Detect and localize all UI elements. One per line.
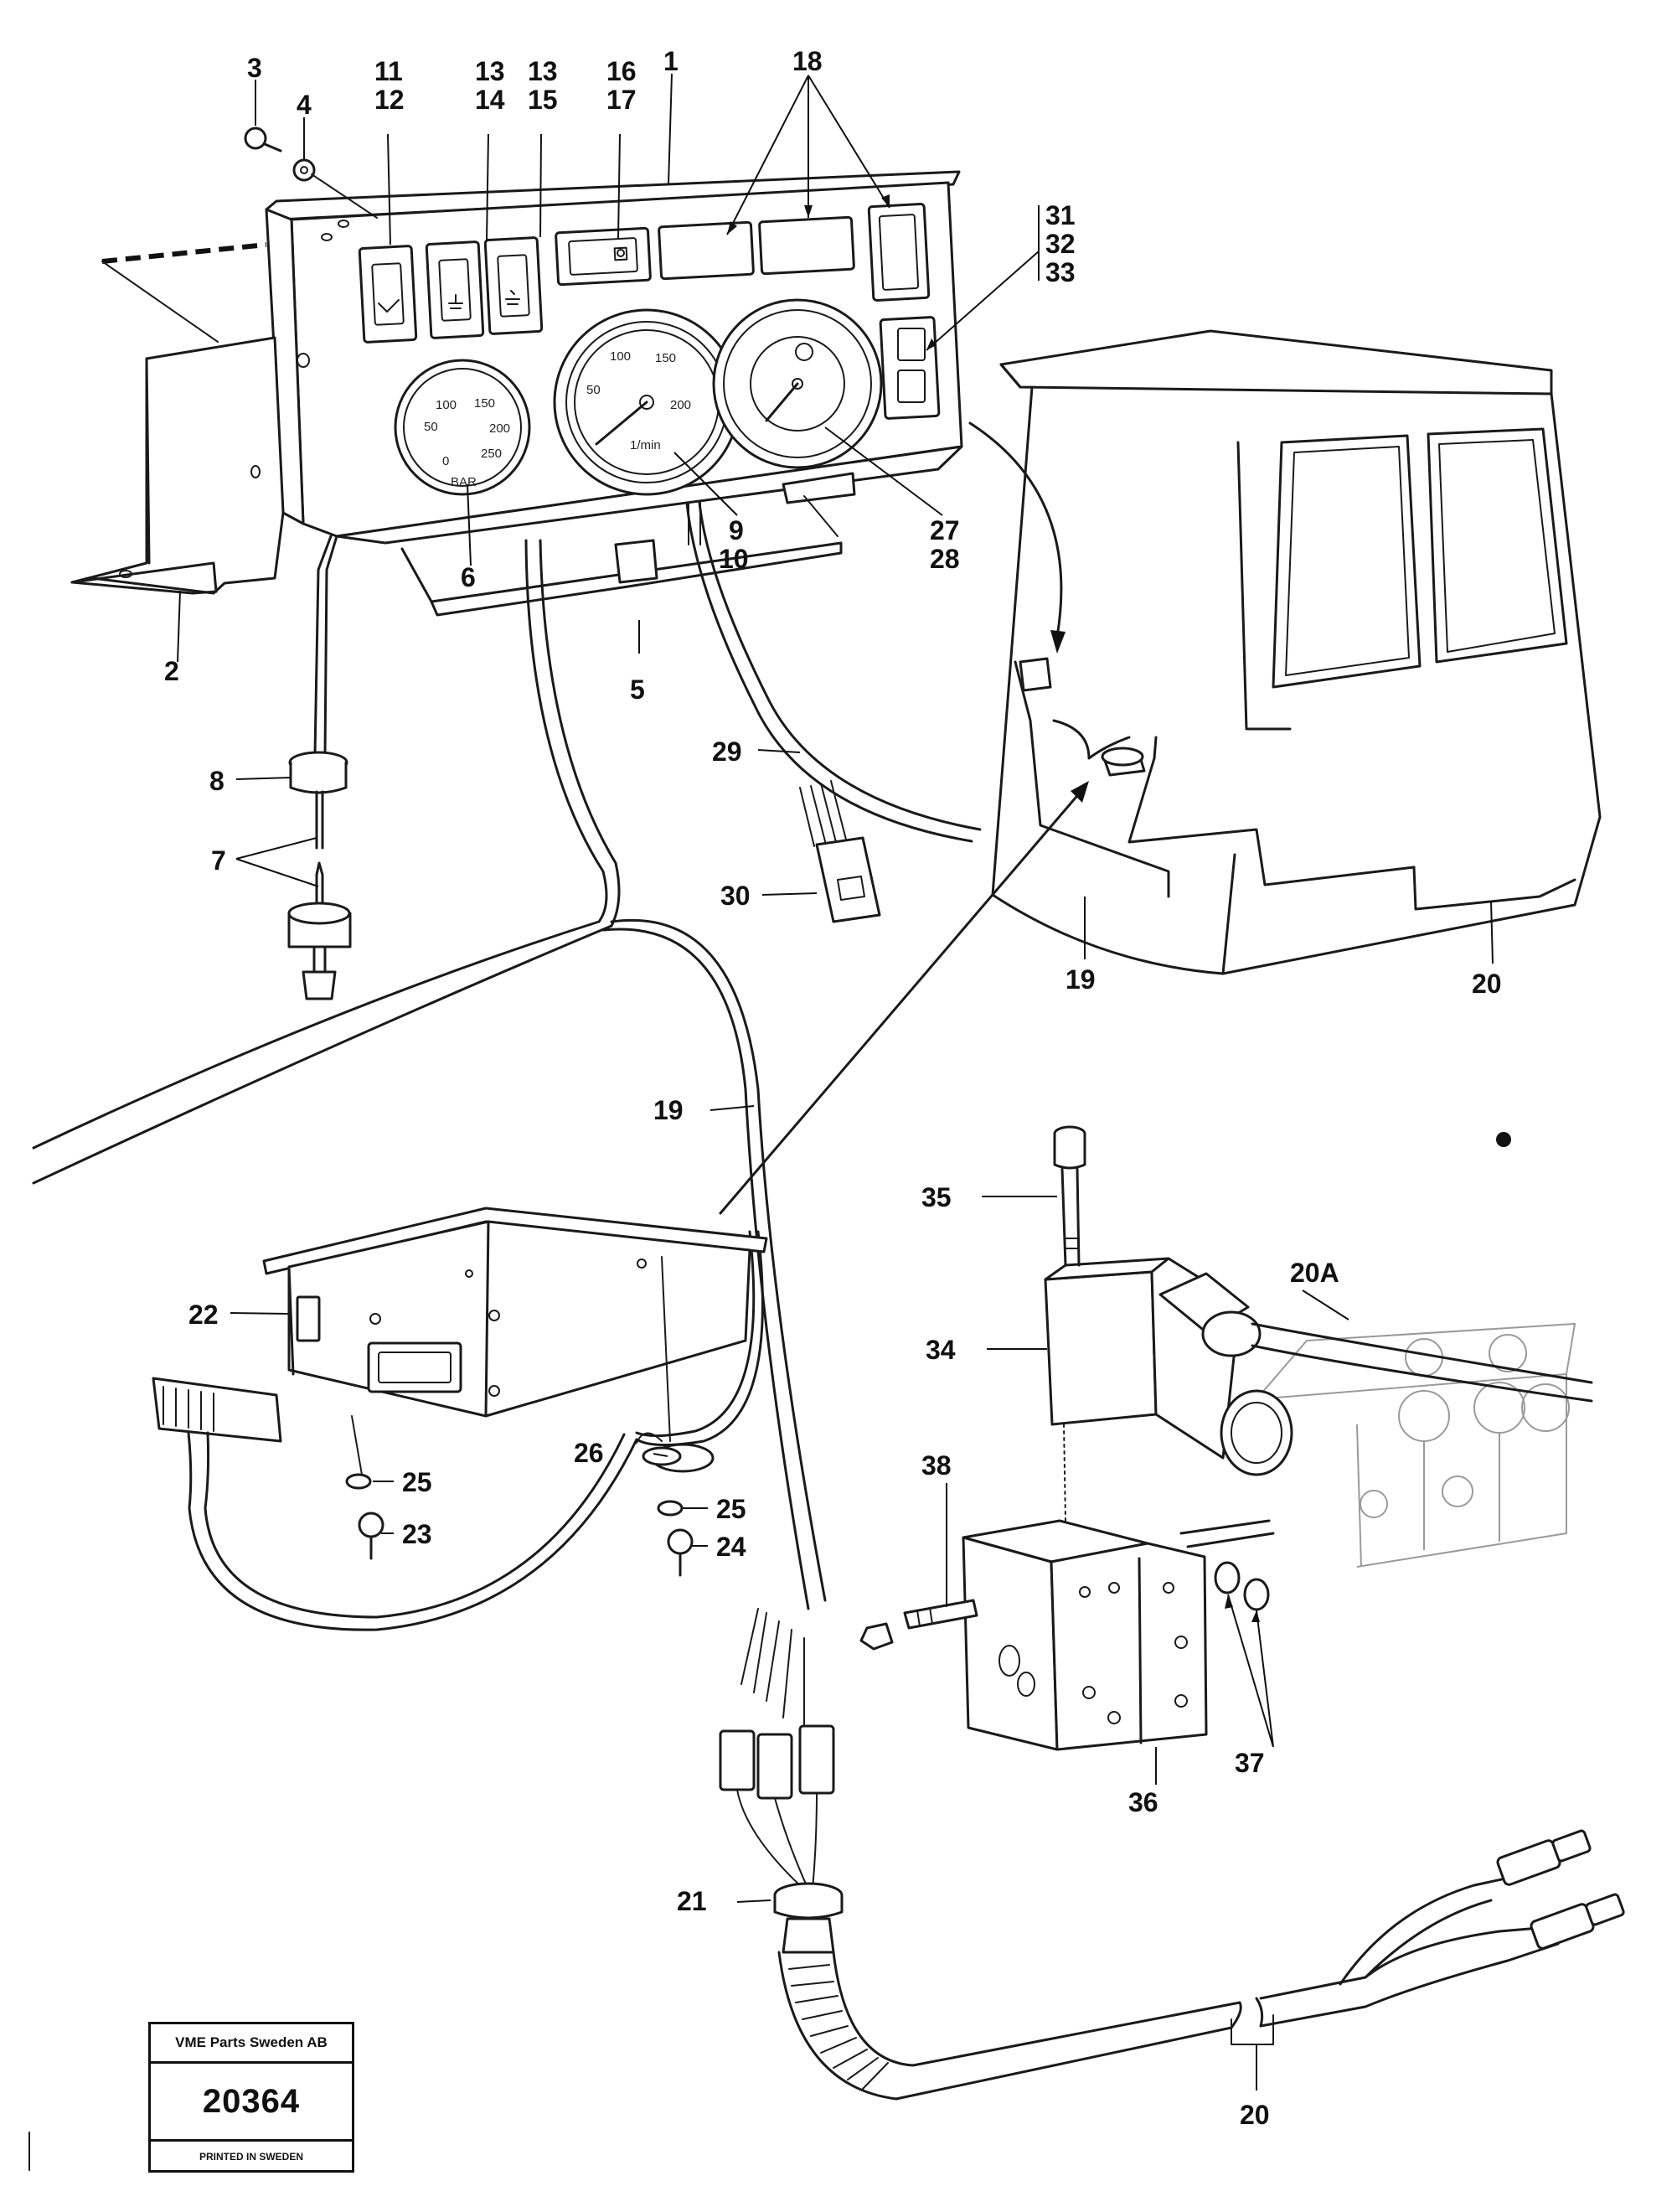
callout-26: 26	[574, 1438, 604, 1468]
temperature-gauge	[712, 298, 883, 469]
tach-tick-100: 100	[610, 349, 631, 364]
leader-lines	[177, 73, 1494, 2091]
callout-24: 24	[716, 1532, 746, 1562]
callout-15: 15	[528, 85, 558, 115]
fasteners	[345, 1432, 715, 1577]
callout-27: 27	[930, 515, 960, 545]
callout-16: 16	[606, 56, 637, 86]
callout-1: 1	[663, 46, 679, 76]
tach-tick-50: 50	[586, 383, 601, 397]
callout-6: 6	[461, 562, 476, 592]
callout-17: 17	[606, 85, 637, 115]
ink-dot	[1496, 1132, 1511, 1147]
callout-20a: 20	[1472, 969, 1502, 999]
callout-20b: 20	[1240, 2100, 1270, 2130]
cab	[991, 329, 1602, 975]
tach-tick-150: 150	[655, 351, 676, 365]
title-stamp: VME Parts Sweden AB 20364 PRINTED IN SWE…	[148, 2022, 354, 2173]
callout-37: 37	[1235, 1748, 1265, 1778]
pressure-tick-100: 100	[436, 398, 457, 412]
callout-23: 23	[402, 1519, 432, 1549]
callout-38: 38	[921, 1450, 952, 1481]
pressure-tick-50: 50	[424, 420, 438, 434]
callouts: 3 4 11 12 13 14 13 15 16 17 1 18 31 32 3…	[164, 46, 1502, 2130]
harness-branch	[719, 1608, 1625, 2101]
callout-2: 2	[164, 656, 179, 686]
callout-11: 11	[374, 56, 403, 86]
control-unit	[152, 1207, 768, 1631]
callout-14: 14	[475, 85, 505, 115]
pressure-gauge: 0 50 100 150 200 250 BAR	[394, 359, 531, 496]
bracket-left	[70, 242, 285, 595]
callout-31: 31	[1045, 200, 1076, 230]
indicator-windows	[555, 203, 931, 302]
callout-32: 32	[1045, 229, 1076, 259]
callout-3: 3	[247, 53, 262, 83]
stamp-printed: PRINTED IN SWEDEN	[199, 2151, 303, 2163]
callout-28: 28	[930, 544, 960, 574]
callout-13b: 13	[528, 56, 558, 86]
callout-33: 33	[1045, 257, 1076, 287]
callout-30: 30	[720, 881, 751, 911]
screw-and-washer	[244, 127, 378, 219]
pressure-tick-150: 150	[474, 396, 495, 411]
speedometer-cable	[287, 535, 352, 1000]
callout-13a: 13	[475, 56, 505, 86]
callout-29: 29	[712, 736, 742, 767]
callout-4: 4	[297, 90, 312, 120]
callout-19a: 19	[1066, 964, 1096, 995]
rocker-switches	[358, 236, 544, 344]
callout-20A: 20A	[1290, 1258, 1339, 1288]
callout-35: 35	[921, 1182, 952, 1212]
callout-5: 5	[630, 674, 645, 705]
callout-8: 8	[209, 766, 224, 796]
callout-18: 18	[792, 46, 823, 76]
bracket-bottom	[400, 472, 856, 617]
connector-30	[799, 780, 881, 923]
callout-36: 36	[1128, 1787, 1158, 1817]
callout-25b: 25	[716, 1494, 746, 1524]
pressure-unit-label: BAR	[451, 475, 477, 489]
arrows	[719, 421, 1089, 1215]
callout-12: 12	[374, 85, 405, 115]
tach-tick-200: 200	[670, 398, 691, 412]
callout-9: 9	[729, 515, 744, 545]
valve-assembly	[859, 1125, 1593, 1751]
callout-34: 34	[926, 1335, 956, 1365]
callout-10: 10	[719, 544, 749, 574]
pressure-tick-200: 200	[489, 421, 510, 436]
pressure-tick-0: 0	[442, 454, 449, 468]
stamp-company: VME Parts Sweden AB	[151, 2024, 352, 2064]
callout-25a: 25	[402, 1467, 432, 1497]
stamp-drawing-number: 20364	[151, 2064, 352, 2142]
side-switches	[879, 316, 941, 420]
tach-unit-label: 1/min	[630, 438, 661, 452]
pressure-tick-250: 250	[481, 447, 502, 461]
tachometer: 50 100 150 200 1/min	[553, 308, 740, 496]
callout-22: 22	[188, 1300, 219, 1330]
callout-7: 7	[211, 845, 226, 876]
callout-19b: 19	[653, 1095, 684, 1125]
main-harness	[32, 501, 982, 1610]
callout-21: 21	[677, 1886, 707, 1916]
